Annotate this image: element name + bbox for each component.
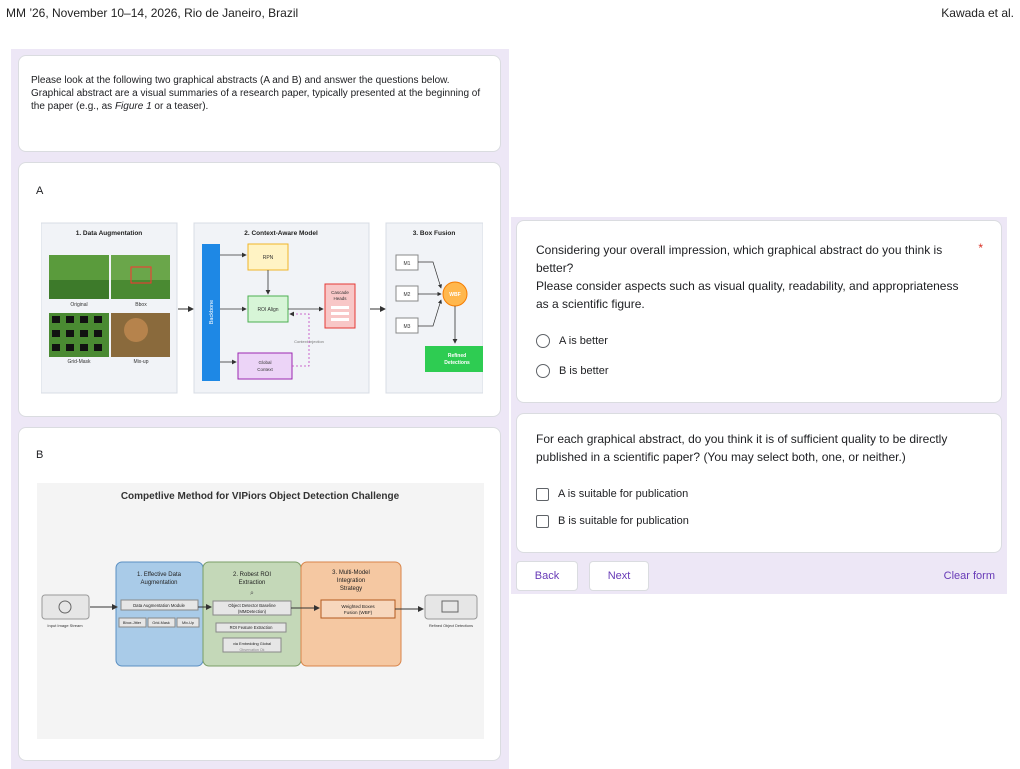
- option-b-suitable[interactable]: B is suitable for publication: [536, 512, 689, 530]
- backbone-block: [202, 244, 220, 381]
- radio-button[interactable]: [536, 364, 550, 378]
- wbf-block: [320, 599, 396, 619]
- option-a-better[interactable]: A is better: [536, 332, 608, 350]
- label-mix-up: Mix-up: [133, 359, 148, 365]
- instruction-text: Please look at the following two graphic…: [31, 75, 450, 86]
- conference-info: MM ’26, November 10–14, 2026, Rio de Jan…: [6, 6, 299, 20]
- roi-align-block: [247, 295, 289, 323]
- global-label-2: Context: [257, 367, 273, 372]
- svg-text:M2: M2: [404, 292, 411, 298]
- instruction-card: Please look at the following two graphic…: [18, 55, 501, 152]
- svg-text:1. Effective Data: 1. Effective Data: [137, 572, 182, 578]
- panel2-title: 2. Context-Aware Model: [244, 230, 318, 237]
- panel3-title: 3. Box Fusion: [413, 230, 456, 237]
- svg-text:Strategy: Strategy: [340, 586, 362, 592]
- svg-text:Integration: Integration: [337, 578, 365, 584]
- instruction-definition: Graphical abstract are a visual summarie…: [31, 88, 481, 112]
- roi-align-label: ROI Align: [257, 307, 278, 313]
- abstract-b-label: B: [36, 449, 44, 461]
- question-publication-text: For each graphical abstract, do you thin…: [536, 432, 948, 464]
- svg-text:Weighted Boxes: Weighted Boxes: [341, 604, 375, 609]
- da-module: [120, 599, 199, 611]
- cascade-label-2: Heads: [333, 296, 347, 301]
- option-b-better[interactable]: B is better: [536, 362, 609, 380]
- svg-text:WBF: WBF: [449, 292, 460, 298]
- panel-data-augmentation: [41, 222, 178, 394]
- svg-text:Bbox-Jitter: Bbox-Jitter: [123, 621, 142, 625]
- roi-feature-extraction: [215, 622, 287, 633]
- abstract-a-card: A 1. Data Augmentation Original Bbox: [18, 162, 501, 417]
- magnifier-icon: ⌕: [250, 590, 254, 597]
- svg-text:3. Multi-Model: 3. Multi-Model: [332, 570, 370, 576]
- authors: Kawada et al.: [941, 6, 1014, 20]
- context-injection-label: Context Injection: [294, 339, 324, 344]
- question-publication-card: For each graphical abstract, do you thin…: [516, 413, 1002, 553]
- input-label: Input Image Stream: [47, 623, 83, 628]
- svg-text:2. Robest ROI: 2. Robest ROI: [233, 572, 271, 578]
- global-label-1: Global: [258, 360, 271, 365]
- svg-text:Extraction: Extraction: [239, 580, 266, 586]
- required-asterisk: *: [978, 241, 983, 255]
- back-button[interactable]: Back: [516, 561, 578, 591]
- graphical-abstract-b: Competlive Method for VIPiors Object Det…: [37, 483, 484, 739]
- model-m3: [395, 317, 419, 334]
- svg-text:Augmentation: Augmentation: [140, 580, 177, 586]
- svg-text:M3: M3: [404, 324, 411, 330]
- label-bbox: Bbox: [135, 302, 147, 308]
- cascade-label-1: Cascade: [331, 290, 349, 295]
- global-context-block: [237, 352, 293, 380]
- paper-running-header: MM ’26, November 10–14, 2026, Rio de Jan…: [6, 6, 1014, 22]
- next-button[interactable]: Next: [589, 561, 649, 591]
- abstract-a-label: A: [36, 185, 44, 197]
- rpn-label: RPN: [263, 255, 274, 261]
- svg-text:via Embedding Global: via Embedding Global: [233, 641, 271, 646]
- svg-text:M1: M1: [404, 261, 411, 267]
- radio-button[interactable]: [536, 334, 550, 348]
- svg-text:ROI Feature Extraction: ROI Feature Extraction: [230, 625, 273, 630]
- model-m2: [395, 285, 419, 302]
- survey-left-panel: Please look at the following two graphic…: [11, 49, 509, 769]
- checkbox[interactable]: [536, 514, 549, 528]
- abstract-b-title: Competlive Method for VIPiors Object Det…: [121, 491, 400, 502]
- option-a-suitable[interactable]: A is suitable for publication: [536, 485, 688, 503]
- checkbox[interactable]: [536, 487, 549, 501]
- question-overall-card: Considering your overall impression, whi…: [516, 220, 1002, 403]
- svg-text:Mix-Up: Mix-Up: [182, 621, 194, 625]
- output-label: Refined Object Detections: [429, 624, 473, 628]
- svg-text:Observation Ok: Observation Ok: [240, 648, 265, 652]
- question-overall-text: Considering your overall impression, whi…: [536, 243, 959, 311]
- input-image-icon: [41, 594, 90, 620]
- svg-text:Fusion (WBF): Fusion (WBF): [344, 610, 373, 615]
- output-detections-icon: [424, 594, 478, 620]
- label-grid-mask: Grid-Mask: [67, 359, 91, 365]
- survey-right-panel: Considering your overall impression, whi…: [511, 217, 1007, 594]
- svg-text:Data Augmentation Module: Data Augmentation Module: [133, 603, 185, 608]
- model-m1: [395, 254, 419, 271]
- svg-text:Object Detector Baseline: Object Detector Baseline: [228, 603, 276, 608]
- svg-text:(MMDetection): (MMDetection): [238, 609, 267, 614]
- abstract-b-card: B Competlive Method for VIPiors Object D…: [18, 427, 501, 761]
- svg-text:Grid-Mask: Grid-Mask: [152, 621, 170, 625]
- graphical-abstract-a: 1. Data Augmentation Original Bbox Grid-…: [41, 222, 483, 394]
- refined-detections-block: [425, 346, 483, 372]
- svg-text:Refined: Refined: [448, 353, 466, 359]
- clear-form-link[interactable]: Clear form: [943, 570, 995, 582]
- backbone-label: Backbone: [209, 300, 215, 324]
- embedding-block: [222, 637, 282, 653]
- label-original: Original: [70, 302, 87, 308]
- svg-text:Detections: Detections: [444, 360, 470, 366]
- panel1-title: 1. Data Augmentation: [76, 230, 143, 237]
